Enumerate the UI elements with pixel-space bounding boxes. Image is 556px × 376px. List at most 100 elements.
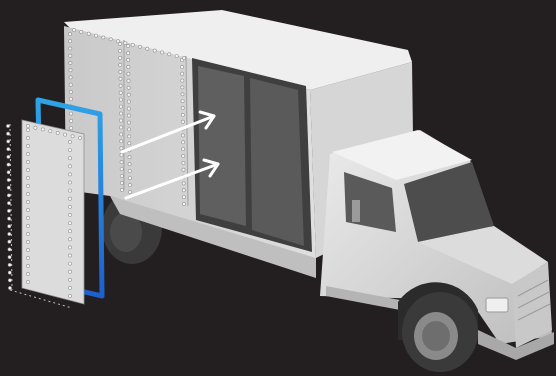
rivet xyxy=(69,40,72,43)
rivet xyxy=(181,72,184,75)
window-pane-right xyxy=(250,78,304,246)
rivet xyxy=(8,263,11,266)
rivet xyxy=(68,140,71,143)
rivet xyxy=(68,238,71,241)
rivet xyxy=(128,177,131,180)
rivet xyxy=(68,197,71,200)
rivet xyxy=(8,240,11,243)
rivet xyxy=(49,130,52,133)
rivet xyxy=(26,200,29,203)
side-mirror xyxy=(352,200,360,222)
rivet xyxy=(181,65,184,68)
rivet xyxy=(26,168,29,171)
headlight xyxy=(486,298,508,312)
rivet xyxy=(120,161,123,164)
rivet xyxy=(68,286,71,289)
rivet xyxy=(8,271,11,274)
cargo-side-panel xyxy=(6,120,84,308)
rivet xyxy=(78,136,81,139)
rivet xyxy=(7,171,10,174)
rivet xyxy=(7,209,10,212)
rivet xyxy=(127,114,130,117)
rivet xyxy=(69,76,72,79)
rivet xyxy=(153,49,156,52)
rivet xyxy=(119,91,122,94)
rivet xyxy=(8,256,11,259)
rivet xyxy=(120,168,123,171)
rivet xyxy=(160,51,163,54)
rivet xyxy=(68,230,71,233)
rivet xyxy=(181,113,184,116)
rivet xyxy=(26,124,29,127)
rivet xyxy=(182,148,185,151)
rivet xyxy=(8,225,11,228)
rivet xyxy=(120,133,123,136)
rivet xyxy=(102,36,105,39)
rivet xyxy=(8,286,11,289)
rivet xyxy=(26,192,29,195)
rivet xyxy=(109,38,112,41)
rivet xyxy=(26,128,29,131)
rivet xyxy=(124,42,127,45)
rivet xyxy=(56,131,59,134)
rivet xyxy=(7,186,10,189)
rivet xyxy=(182,182,185,185)
rivet xyxy=(182,154,185,157)
rivet xyxy=(138,45,141,48)
rivet xyxy=(8,232,11,235)
rivet xyxy=(120,140,123,143)
rivet xyxy=(120,154,123,157)
rivet xyxy=(168,53,171,56)
rivet xyxy=(26,216,29,219)
rivet xyxy=(26,224,29,227)
rivet xyxy=(68,270,71,273)
front-wheel xyxy=(398,282,478,372)
rivet xyxy=(128,156,131,159)
rivet xyxy=(6,124,9,127)
rivet xyxy=(127,100,130,103)
rivet xyxy=(120,181,123,184)
rivet xyxy=(116,40,119,43)
rivet xyxy=(119,63,122,66)
rivet xyxy=(26,160,29,163)
rivet xyxy=(7,163,10,166)
rivet xyxy=(69,47,72,50)
rivet xyxy=(181,134,184,137)
rivet xyxy=(182,168,185,171)
rivet xyxy=(26,136,29,139)
rivet xyxy=(127,65,130,68)
rivet xyxy=(68,32,71,35)
rivet xyxy=(68,189,71,192)
rivet xyxy=(26,232,29,235)
rivet xyxy=(26,208,29,211)
rivet xyxy=(128,190,131,193)
rivet xyxy=(70,127,73,130)
rivet xyxy=(120,175,123,178)
rivet xyxy=(26,264,29,267)
rivet xyxy=(119,77,122,80)
rivet xyxy=(68,213,71,216)
rivet xyxy=(26,248,29,251)
rivet xyxy=(69,54,72,57)
rivet xyxy=(127,51,130,54)
rivet xyxy=(8,217,11,220)
rivet xyxy=(69,98,72,101)
rivet xyxy=(68,205,71,208)
rivet xyxy=(128,170,131,173)
rivet xyxy=(69,90,72,93)
rivet xyxy=(68,222,71,225)
rivet xyxy=(181,120,184,123)
rivet xyxy=(94,34,97,37)
rivet xyxy=(26,152,29,155)
rivet xyxy=(26,272,29,275)
rivet xyxy=(68,254,71,257)
rivet xyxy=(181,100,184,103)
rivet xyxy=(127,79,130,82)
rivet xyxy=(68,165,71,168)
rivet xyxy=(182,196,185,199)
rivet xyxy=(126,44,129,47)
rivet xyxy=(127,107,130,110)
rivet xyxy=(127,86,130,89)
box-truck-icon xyxy=(64,10,554,372)
rivet xyxy=(175,55,178,58)
